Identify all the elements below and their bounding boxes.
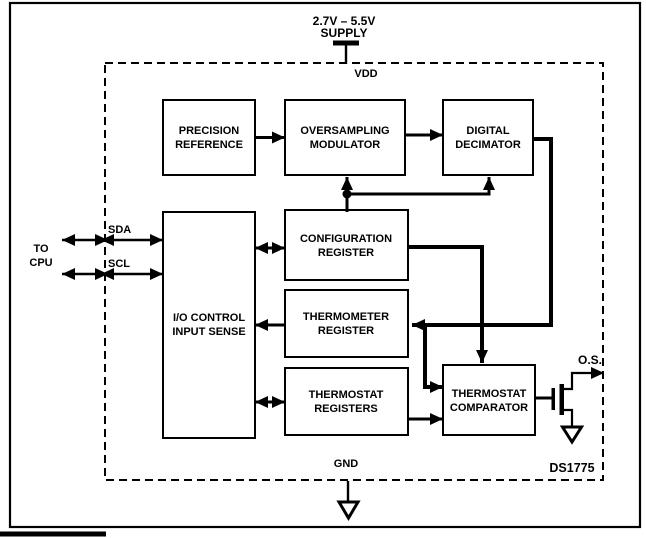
block-oversampling-modulator: OVERSAMPLING MODULATOR bbox=[284, 99, 406, 176]
block-label: THERMOSTAT bbox=[452, 388, 527, 400]
wire-config-to-decimator bbox=[347, 177, 495, 196]
block-thermostat-comparator: THERMOSTAT COMPARATOR bbox=[442, 364, 536, 436]
block-precision-reference: PRECISION REFERENCE bbox=[162, 99, 256, 176]
figure-frame bbox=[8, 1, 642, 529]
wire-decimator-to-comparator bbox=[423, 325, 443, 393]
block-label: I/O CONTROL bbox=[173, 312, 245, 324]
wire-junction-dot bbox=[342, 189, 352, 199]
block-label: COMPARATOR bbox=[450, 402, 528, 414]
block-label: PRECISION bbox=[179, 125, 240, 137]
block-label: DECIMATOR bbox=[455, 139, 521, 151]
gnd-symbol: GND bbox=[334, 458, 361, 521]
block-label: OVERSAMPLING bbox=[300, 125, 389, 137]
mosfet-gate-bar bbox=[551, 388, 555, 410]
os-output-arrow bbox=[564, 367, 604, 391]
block-label: CONFIGURATION bbox=[300, 233, 392, 245]
mosfet-ground-symbol bbox=[559, 425, 585, 445]
mosfet-channel-bar bbox=[559, 384, 564, 415]
block-label: REGISTER bbox=[318, 247, 374, 259]
block-configuration-register: CONFIGURATION REGISTER bbox=[284, 209, 409, 281]
block-io-control-input-sense: I/O CONTROL INPUT SENSE bbox=[162, 211, 256, 439]
supply-word-label: SUPPLY bbox=[321, 26, 368, 40]
gnd-label: GND bbox=[334, 458, 359, 470]
block-label: MODULATOR bbox=[310, 139, 381, 151]
block-digital-decimator: DIGITAL DECIMATOR bbox=[442, 99, 534, 176]
page-footer-rule bbox=[0, 531, 106, 537]
block-thermostat-registers: THERMOSTAT REGISTERS bbox=[284, 367, 409, 436]
supply-range-label: 2.7V – 5.5V bbox=[313, 14, 376, 28]
block-label: INPUT SENSE bbox=[172, 326, 245, 338]
ic-boundary bbox=[104, 62, 604, 481]
to-cpu-label-line2: CPU bbox=[29, 257, 52, 269]
block-label: DIGITAL bbox=[466, 125, 509, 137]
part-number-label: DS1775 bbox=[549, 461, 594, 475]
os-label: O.S. bbox=[578, 353, 602, 367]
mosfet-symbol bbox=[535, 367, 604, 445]
block-label: THERMOMETER bbox=[303, 311, 389, 323]
scl-label: SCL bbox=[108, 258, 130, 270]
signal-wires bbox=[62, 129, 553, 425]
vdd-label: VDD bbox=[354, 68, 377, 80]
to-cpu-label-line1: TO bbox=[33, 243, 49, 255]
block-label: REFERENCE bbox=[175, 139, 243, 151]
mosfet-source-wire bbox=[564, 408, 574, 428]
sda-label: SDA bbox=[108, 224, 131, 236]
block-label: THERMOSTAT bbox=[309, 389, 384, 401]
vdd-terminal: 2.7V – 5.5V SUPPLY VDD bbox=[313, 14, 378, 80]
gnd-triangle bbox=[336, 500, 361, 521]
wire-config-to-comparator bbox=[408, 245, 488, 363]
block-thermometer-register: THERMOMETER REGISTER bbox=[284, 289, 409, 358]
block-label: REGISTERS bbox=[314, 403, 378, 415]
block-label: REGISTER bbox=[318, 325, 374, 337]
